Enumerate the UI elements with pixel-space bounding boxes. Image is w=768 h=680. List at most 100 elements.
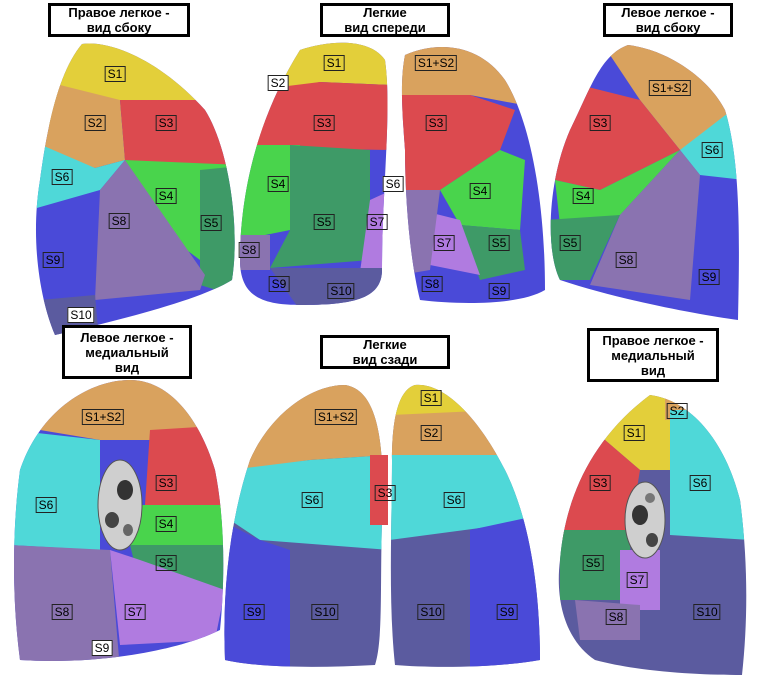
segment-S5 [270, 145, 370, 268]
label-po-S1S2: S1+S2 [314, 409, 358, 425]
segment-S3 [120, 100, 235, 170]
label-an-S9: S9 [268, 276, 290, 292]
label-an-S5: S5 [313, 214, 335, 230]
label-po-S6-right: S6 [443, 492, 465, 508]
label-rl-S2: S2 [84, 115, 106, 131]
label-lm-S5: S5 [155, 555, 177, 571]
label-rl-S5: S5 [200, 215, 222, 231]
label-rl-S6: S6 [51, 169, 73, 185]
label-an-S4-left: S4 [469, 183, 491, 199]
label-an-S8: S8 [238, 242, 260, 258]
label-rm-S5: S5 [582, 555, 604, 571]
label-po-S10-right: S10 [417, 604, 445, 620]
label-an-S3-left: S3 [425, 115, 447, 131]
label-an-S1: S1 [323, 55, 345, 71]
label-rl-S4: S4 [155, 188, 177, 204]
label-lm-S1S2: S1+S2 [81, 409, 125, 425]
label-ll-S5: S5 [559, 235, 581, 251]
segment-S3 [255, 82, 388, 150]
segment-S6 [390, 455, 540, 540]
left-lung-medial-view [14, 380, 224, 661]
segment-S1+S2 [40, 380, 224, 440]
segment-S2 [40, 80, 125, 168]
label-ll-S6: S6 [701, 142, 723, 158]
label-rl-S10: S10 [67, 307, 95, 323]
right-lung-lateral-view [35, 43, 235, 335]
posterior-right-lung [390, 384, 540, 667]
segment-S8 [14, 545, 120, 661]
label-an-S3: S3 [313, 115, 335, 131]
segment-S8 [575, 600, 640, 640]
segment-S8 [590, 150, 700, 300]
label-po-S2: S2 [420, 425, 442, 441]
segment-S4 [555, 150, 680, 225]
label-ll-S8: S8 [615, 252, 637, 268]
segment-S5 [560, 530, 630, 600]
anterior-right-lung [240, 42, 388, 305]
segment-S5 [200, 165, 235, 300]
label-rl-S8: S8 [108, 213, 130, 229]
segment-S7 [110, 550, 224, 645]
label-an-S2: S2 [267, 75, 289, 91]
left-hilum [97, 459, 143, 551]
segment-S4 [440, 150, 525, 230]
label-lm-S8: S8 [51, 604, 73, 620]
label-po-S1: S1 [420, 390, 442, 406]
label-po-S10-left: S10 [311, 604, 339, 620]
label-ll-S4: S4 [572, 188, 594, 204]
label-ll-S9: S9 [698, 269, 720, 285]
label-ll-S3: S3 [589, 115, 611, 131]
segment-S3 [401, 95, 515, 190]
segment-S4 [125, 160, 235, 260]
label-lm-S3: S3 [155, 475, 177, 491]
segment-S6 [14, 430, 100, 550]
label-rm-S8: S8 [605, 609, 627, 625]
segment-S6 [230, 455, 383, 550]
label-rm-S7: S7 [626, 572, 648, 588]
segment-S3 [555, 80, 680, 190]
label-rl-S9: S9 [42, 252, 64, 268]
segment-S4 [240, 145, 300, 240]
segment-S5 [550, 215, 620, 280]
label-an-S6: S6 [382, 176, 404, 192]
label-an-S7-left: S7 [433, 235, 455, 251]
label-rl-S1: S1 [104, 66, 126, 82]
segment-S2 [390, 410, 505, 455]
posterior-S3-sliver [370, 455, 388, 525]
label-po-S6-left: S6 [301, 492, 323, 508]
label-lm-S6: S6 [35, 497, 57, 513]
label-rl-S3: S3 [155, 115, 177, 131]
title-left-lateral: Левое легкое -вид сбоку [603, 3, 733, 37]
segment-S6 [35, 140, 125, 210]
label-rm-S1: S1 [623, 425, 645, 441]
label-po-S9-right: S9 [496, 604, 518, 620]
label-an-S1S2: S1+S2 [414, 55, 458, 71]
label-rm-S10: S10 [693, 604, 721, 620]
label-rm-S2: S2 [666, 403, 688, 419]
right-hilum [624, 481, 666, 559]
segment-S8 [240, 235, 270, 270]
segment-S8 [95, 160, 205, 300]
label-an-S8-left: S8 [421, 276, 443, 292]
label-an-S7: S7 [366, 214, 388, 230]
segment-S9 [470, 515, 540, 667]
anterior-left-lung [401, 47, 545, 303]
label-po-S3: S3 [374, 485, 396, 501]
label-an-S4: S4 [267, 176, 289, 192]
segment-S4 [130, 505, 224, 545]
label-rm-S3: S3 [589, 475, 611, 491]
label-lm-S4: S4 [155, 516, 177, 532]
label-po-S9-left: S9 [243, 604, 265, 620]
label-rm-S6: S6 [689, 475, 711, 491]
segment-S9 [224, 520, 290, 667]
label-ll-S1S2: S1+S2 [648, 80, 692, 96]
label-an-S5-left: S5 [488, 235, 510, 251]
segment-S7 [620, 550, 660, 610]
label-lm-S9: S9 [91, 640, 113, 656]
left-lung-lateral-view [550, 45, 739, 320]
label-an-S9-left: S9 [488, 283, 510, 299]
